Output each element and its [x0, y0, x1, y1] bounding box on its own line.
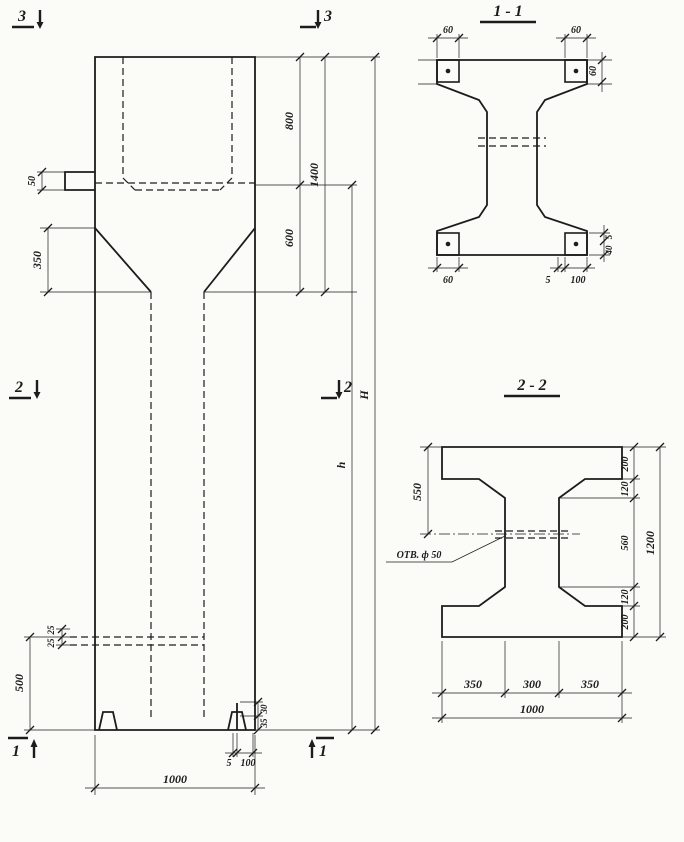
dim-50: 50: [27, 176, 38, 186]
dim-5-bottom: 5: [546, 275, 551, 286]
section-mark-1-right: 1: [319, 743, 327, 760]
hole-label-leader: [386, 535, 506, 563]
dim-1000-bottom: 1000: [163, 772, 187, 786]
dim-200-top: 200: [620, 457, 631, 473]
dim-350-right: 350: [580, 677, 599, 691]
dim-40-right-bottom: 40: [604, 245, 614, 256]
elevation-view: 3 3 2 2 1 1 800 600 1400 h H 50 350 25 2…: [8, 8, 380, 795]
section-2-2-hidden-hole: [495, 530, 570, 539]
anchor-dot: [573, 68, 579, 74]
section-2-2-dim-ticks: [423, 442, 665, 723]
section-mark-2-left: 2: [14, 379, 23, 396]
section-mark-3-left: 3: [17, 8, 26, 25]
section-mark-1-left: 1: [12, 743, 20, 760]
section-1-1-dimension-lines: [428, 37, 605, 269]
dim-560: 560: [620, 536, 631, 551]
dim-100-bottom: 100: [571, 275, 586, 286]
elevation-dim-ticks: [25, 52, 380, 793]
dim-5-right-bottom: 5: [604, 234, 614, 239]
column-hidden-lines: [70, 57, 255, 718]
section-mark-3-right: 3: [323, 8, 332, 25]
section-2-2-view: 2 - 2 550 ОТВ. ф 50 200 120 560 120 200 …: [386, 377, 666, 723]
dim-120-bottom: 120: [620, 590, 631, 605]
dim-350: 350: [30, 251, 44, 270]
corner-plate-top-right: [564, 59, 588, 83]
dim-600: 600: [282, 229, 296, 247]
dim-5-foot: 5: [227, 758, 232, 769]
anchor-dot: [445, 68, 451, 74]
dim-30: 30: [259, 704, 269, 715]
arrow-up-icon: [30, 739, 38, 747]
section-2-2-dimension-lines: [427, 447, 661, 719]
dim-60-top-right: 60: [571, 25, 581, 36]
section-mark-lines: [8, 10, 341, 758]
dim-1000: 1000: [520, 702, 544, 716]
dim-1200: 1200: [643, 531, 657, 555]
dim-35: 35: [259, 718, 269, 729]
column-outline: [94, 56, 256, 731]
dim-60-bottom-left: 60: [443, 275, 453, 286]
dim-25-b: 25: [46, 638, 56, 649]
corner-plate-bottom-right: [564, 232, 588, 256]
dim-200-bottom: 200: [620, 615, 631, 631]
arrow-down-icon: [36, 22, 44, 29]
section-2-2-extension-lines: [420, 446, 666, 723]
corner-plate-top-left: [436, 59, 460, 83]
anchor-dots: [445, 68, 579, 247]
arrow-down-icon: [314, 22, 322, 29]
section-2-2-outline: [441, 446, 623, 638]
anchor-dot: [573, 241, 579, 247]
arrow-down-icon: [335, 392, 343, 399]
dim-300: 300: [522, 677, 541, 691]
dim-1400: 1400: [307, 163, 321, 187]
dim-60-top-left: 60: [443, 25, 453, 36]
elevation-dimension-lines: [29, 57, 376, 789]
dim-550: 550: [410, 483, 424, 501]
dim-60-right: 60: [588, 66, 599, 76]
dim-h: h: [334, 461, 348, 468]
dim-500: 500: [12, 674, 26, 692]
dim-350-left: 350: [463, 677, 482, 691]
arrow-up-icon: [308, 739, 316, 747]
section-1-1-hidden-hole: [478, 137, 546, 147]
section-1-1-outline: [436, 59, 588, 256]
dim-25-a: 25: [46, 625, 56, 636]
column-details: [64, 171, 256, 731]
dim-120-top: 120: [620, 482, 631, 497]
section-1-1-view: 1 - 1 60 60 60 60 5 100 5 40: [418, 3, 614, 286]
section-1-1-title: 1 - 1: [493, 3, 522, 20]
section-mark-2-right: 2: [343, 379, 352, 396]
dim-100-foot: 100: [241, 758, 256, 769]
dim-H: H: [357, 390, 371, 401]
section-1-1-dim-ticks: [432, 33, 609, 273]
arrow-down-icon: [33, 392, 41, 399]
corner-plate-bottom-left: [436, 232, 460, 256]
hole-label: ОТВ. ф 50: [397, 550, 442, 561]
section-2-2-title: 2 - 2: [516, 377, 546, 394]
anchor-dot: [445, 241, 451, 247]
elevation-extension-lines: [24, 56, 380, 795]
dim-800: 800: [282, 112, 296, 130]
